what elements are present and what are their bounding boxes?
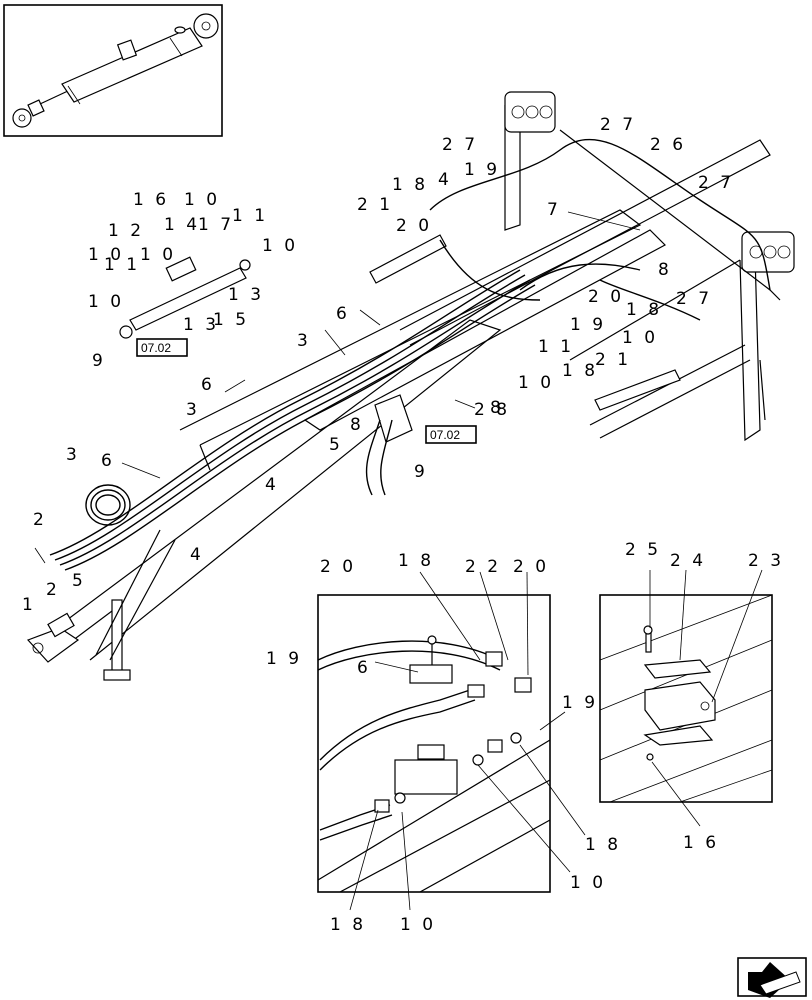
callout-10: 1 0 — [570, 873, 606, 893]
callout-18: 1 8 — [585, 835, 621, 855]
callout-19: 1 9 — [464, 160, 500, 180]
callout-27: 2 7 — [676, 289, 712, 309]
callout-13: 1 3 — [228, 285, 264, 305]
callout-10: 1 0 — [518, 373, 554, 393]
callout-10: 1 0 — [140, 245, 176, 265]
callout-27: 2 7 — [600, 115, 636, 135]
callout-10: 1 0 — [88, 292, 124, 312]
callout-9: 9 — [414, 462, 428, 482]
callout-18: 1 8 — [392, 175, 428, 195]
callout-27: 2 7 — [698, 173, 734, 193]
callout-8: 8 — [658, 260, 672, 280]
callout-6: 6 — [336, 304, 350, 324]
callout-19: 1 9 — [266, 649, 302, 669]
callout-10: 1 0 — [184, 190, 220, 210]
callout-4: 4 — [190, 545, 204, 565]
callout-1: 1 — [22, 595, 36, 615]
callout-12: 1 2 — [108, 221, 144, 241]
callout-10: 1 0 — [262, 236, 298, 256]
reference-tag-box[interactable] — [425, 425, 477, 444]
hydraulic-hoses — [49, 138, 771, 571]
callout-20: 2 0 — [513, 557, 549, 577]
callout-18: 1 8 — [398, 551, 434, 571]
callout-10: 1 0 — [400, 915, 436, 935]
callout-16: 1 6 — [683, 833, 719, 853]
callout-25: 2 5 — [625, 540, 661, 560]
callout-26: 2 6 — [650, 135, 686, 155]
callout-20: 2 0 — [320, 557, 356, 577]
callout-4: 4 — [265, 475, 279, 495]
callout-28: 2 8 — [474, 400, 510, 420]
reference-tag-left[interactable]: 07.02 — [136, 338, 188, 357]
callout-16: 1 6 — [133, 190, 169, 210]
callout-8: 8 — [350, 415, 364, 435]
callout-6: 6 — [201, 375, 215, 395]
reference-tag-label: 07.02 — [430, 428, 460, 442]
callout-18: 1 8 — [626, 300, 662, 320]
reference-tag-label: 07.02 — [141, 341, 171, 355]
callout-8: 8 — [490, 398, 504, 418]
valve-detail-inset — [317, 594, 551, 893]
callout-24: 2 4 — [670, 551, 706, 571]
callout-6: 6 — [101, 451, 115, 471]
callout-labels: 1 2 2 3 3 3 4 4 4 5 5 1 5 6 6 6 6 7 8 8 … — [22, 115, 784, 935]
callout-3: 3 — [297, 331, 311, 351]
callout-13: 1 3 — [183, 315, 219, 335]
callout-11: 1 1 — [232, 206, 268, 226]
callout-17: 1 7 — [198, 215, 234, 235]
callout-11: 1 1 — [104, 255, 140, 275]
callout-3: 3 — [186, 400, 200, 420]
callout-22: 2 2 — [465, 557, 501, 577]
callout-10: 1 0 — [622, 328, 658, 348]
callout-3: 3 — [66, 445, 80, 465]
callout-5: 5 — [72, 571, 86, 591]
callout-21: 2 1 — [595, 350, 631, 370]
callout-27: 2 7 — [442, 135, 478, 155]
leader-lines — [34, 211, 763, 911]
callout-19: 1 9 — [570, 315, 606, 335]
reference-tag-box[interactable] — [136, 338, 188, 357]
callout-23: 2 3 — [748, 551, 784, 571]
callout-7: 7 — [547, 200, 561, 220]
callout-19: 1 9 — [562, 693, 598, 713]
callout-9: 9 — [92, 351, 106, 371]
previous-page-arrow-icon[interactable] — [737, 957, 807, 998]
callout-11: 1 1 — [538, 337, 574, 357]
bracket-detail-inset — [599, 594, 773, 803]
callout-14: 1 4 — [164, 215, 200, 235]
callout-2: 2 — [46, 580, 60, 600]
callout-4: 4 — [438, 170, 452, 190]
callout-18: 1 8 — [330, 915, 366, 935]
reference-tag-right[interactable]: 07.02 — [425, 425, 477, 444]
callout-21: 2 1 — [357, 195, 393, 215]
callout-5: 5 — [329, 435, 343, 455]
callout-6: 6 — [357, 658, 371, 678]
callout-10-alt: 1 0 — [88, 245, 124, 265]
callout-18: 1 8 — [562, 361, 598, 381]
callout-15: 1 5 — [213, 310, 249, 330]
hydraulic-cylinder-icon — [12, 13, 219, 128]
callout-20: 2 0 — [396, 216, 432, 236]
callout-2: 2 — [33, 510, 47, 530]
cylinder-inset — [3, 4, 223, 137]
callout-20: 2 0 — [588, 287, 624, 307]
